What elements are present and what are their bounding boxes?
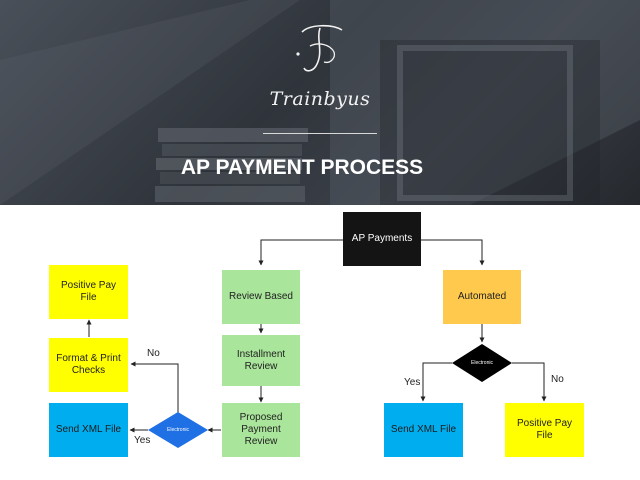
node-ap-payments: AP Payments <box>343 212 421 266</box>
node-review-based: Review Based <box>222 270 300 324</box>
trainbyus-logo-icon <box>296 24 343 72</box>
connector-right-no <box>512 362 547 402</box>
header-divider <box>263 133 377 134</box>
decision-electronic-left-label: Electronic <box>167 427 189 433</box>
header-banner: Trainbyus AP PAYMENT PROCESS <box>0 0 640 205</box>
node-automated: Automated <box>443 270 521 324</box>
decision-electronic-left <box>148 412 208 448</box>
node-proposed-payment-review: Proposed Payment Review <box>222 403 300 457</box>
edge-label-no-left: No <box>147 348 160 359</box>
connector-layer <box>86 239 547 433</box>
page-title: AP PAYMENT PROCESS <box>180 156 424 179</box>
node-positive-pay-file-left: Positive Pay File <box>49 265 128 319</box>
connector-electronic-no <box>130 361 179 413</box>
banner-background <box>0 0 640 205</box>
node-installment-review: Installment Review <box>222 335 300 386</box>
node-format-print-checks: Format & Print Checks <box>49 338 128 392</box>
brand-name: Trainbyus <box>269 88 371 110</box>
node-send-xml-file-right: Send XML File <box>384 403 463 457</box>
connector-right-yes <box>420 362 452 402</box>
connector-ap-to-automated <box>421 239 485 266</box>
decision-electronic-right <box>452 344 512 382</box>
node-positive-pay-file-right: Positive Pay File <box>505 403 584 457</box>
edge-label-yes-left: Yes <box>134 435 151 446</box>
edge-label-no-right: No <box>551 374 564 385</box>
connector-ap-to-review <box>258 239 343 266</box>
flowchart: AP Payments Review Based Installment Rev… <box>0 205 640 480</box>
node-send-xml-file-left: Send XML File <box>49 403 128 457</box>
edge-label-yes-right: Yes <box>404 377 421 388</box>
decision-electronic-right-label: Electronic <box>471 360 493 366</box>
